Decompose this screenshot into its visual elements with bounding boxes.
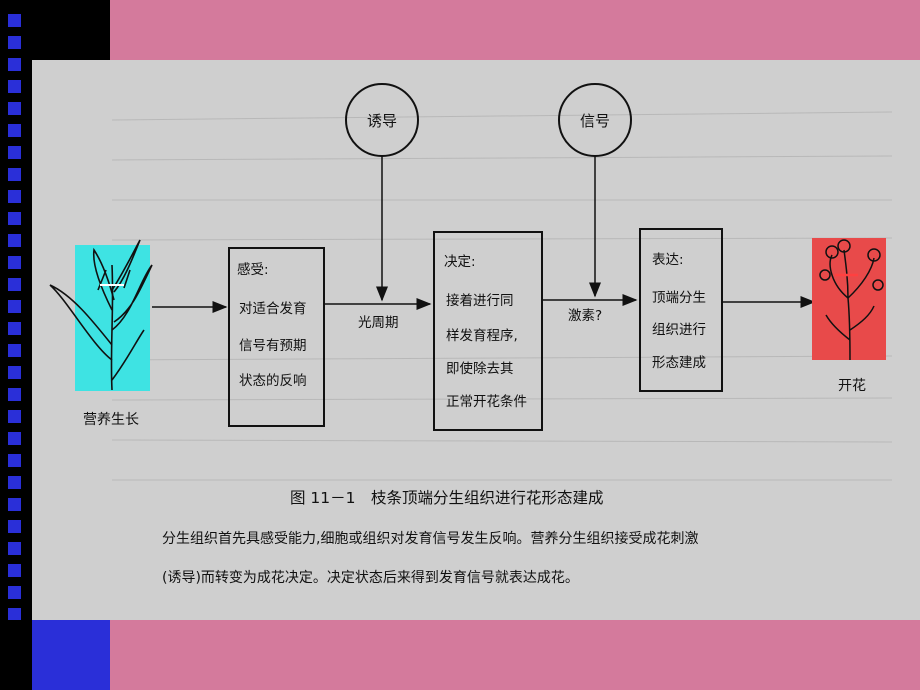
decor-square <box>8 168 21 181</box>
decor-square <box>8 432 21 445</box>
decide-line: 即使除去其 <box>446 360 514 377</box>
caption-line-1: 分生组织首先具感受能力,细胞或组织对发育信号发生反响。营养分生组织接受成花刺激 <box>162 530 698 547</box>
express-box-text: 表达: 顶端分生 组织进行 形态建成 <box>652 252 706 371</box>
decor-square <box>8 410 21 423</box>
express-line: 表达: <box>652 252 684 268</box>
signal-label: 信号 <box>580 112 610 130</box>
decor-square <box>8 146 21 159</box>
sense-line: 信号有预期 <box>239 338 307 354</box>
decor-square <box>8 58 21 71</box>
scanned-figure: 营养生长 感受: 对适合发育 信号有预期 状态的反响 诱导 光周期 决定: 接着… <box>32 60 920 620</box>
decide-line: 正常开花条件 <box>446 393 527 410</box>
decor-square <box>8 190 21 203</box>
decide-box-text: 决定: 接着进行同 样发育程序, 即使除去其 正常开花条件 <box>444 254 527 410</box>
decor-square <box>8 476 21 489</box>
decor-square <box>8 212 21 225</box>
decor-square <box>8 14 21 27</box>
sense-box-text: 感受: 对适合发育 信号有预期 状态的反响 <box>237 261 307 389</box>
induce-label: 诱导 <box>367 112 397 130</box>
sense-line: 感受: <box>237 261 269 278</box>
decor-square <box>8 300 21 313</box>
decor-square <box>8 322 21 335</box>
decor-square <box>8 366 21 379</box>
vegetative-plant-icon <box>49 239 153 391</box>
decor-square <box>8 498 21 511</box>
express-line: 形态建成 <box>652 355 706 371</box>
decor-square <box>8 256 21 269</box>
hormone-label: 激素? <box>568 308 602 324</box>
decor-square <box>8 36 21 49</box>
express-line: 顶端分生 <box>652 290 706 306</box>
figure-title: 图 11－1 枝条顶端分生组织进行花形态建成 <box>290 489 604 507</box>
decide-line: 接着进行同 <box>446 292 514 309</box>
caption-line-2: (诱导)而转变为成花决定。决定状态后来得到发育信号就表达成花。 <box>162 569 579 586</box>
decor-square <box>8 278 21 291</box>
bottom-black-block <box>0 620 32 690</box>
decor-square <box>8 586 21 599</box>
decor-square <box>8 608 21 621</box>
decide-line: 样发育程序, <box>446 328 518 344</box>
end-highlight <box>812 238 886 360</box>
decor-square <box>8 124 21 137</box>
decor-square <box>8 454 21 467</box>
flowering-plant-icon <box>819 239 884 361</box>
black-column <box>0 0 32 690</box>
decor-square <box>8 234 21 247</box>
background-texture <box>111 111 893 481</box>
express-line: 组织进行 <box>652 322 706 338</box>
photoperiod-label: 光周期 <box>358 315 399 331</box>
decide-line: 决定: <box>444 254 476 270</box>
decor-square <box>8 564 21 577</box>
decide-box <box>433 231 543 431</box>
decor-square <box>8 80 21 93</box>
end-label: 开花 <box>838 378 866 394</box>
flowchart: 营养生长 感受: 对适合发育 信号有预期 状态的反响 诱导 光周期 决定: 接着… <box>49 83 893 586</box>
sense-line: 对适合发育 <box>239 301 307 317</box>
express-box <box>639 228 723 392</box>
decor-square <box>8 388 21 401</box>
sense-line: 状态的反响 <box>239 373 307 389</box>
sense-box <box>228 247 325 427</box>
decor-square <box>8 344 21 357</box>
decor-square <box>8 102 21 115</box>
decor-square <box>8 520 21 533</box>
start-label: 营养生长 <box>83 412 139 428</box>
decor-square <box>8 542 21 555</box>
